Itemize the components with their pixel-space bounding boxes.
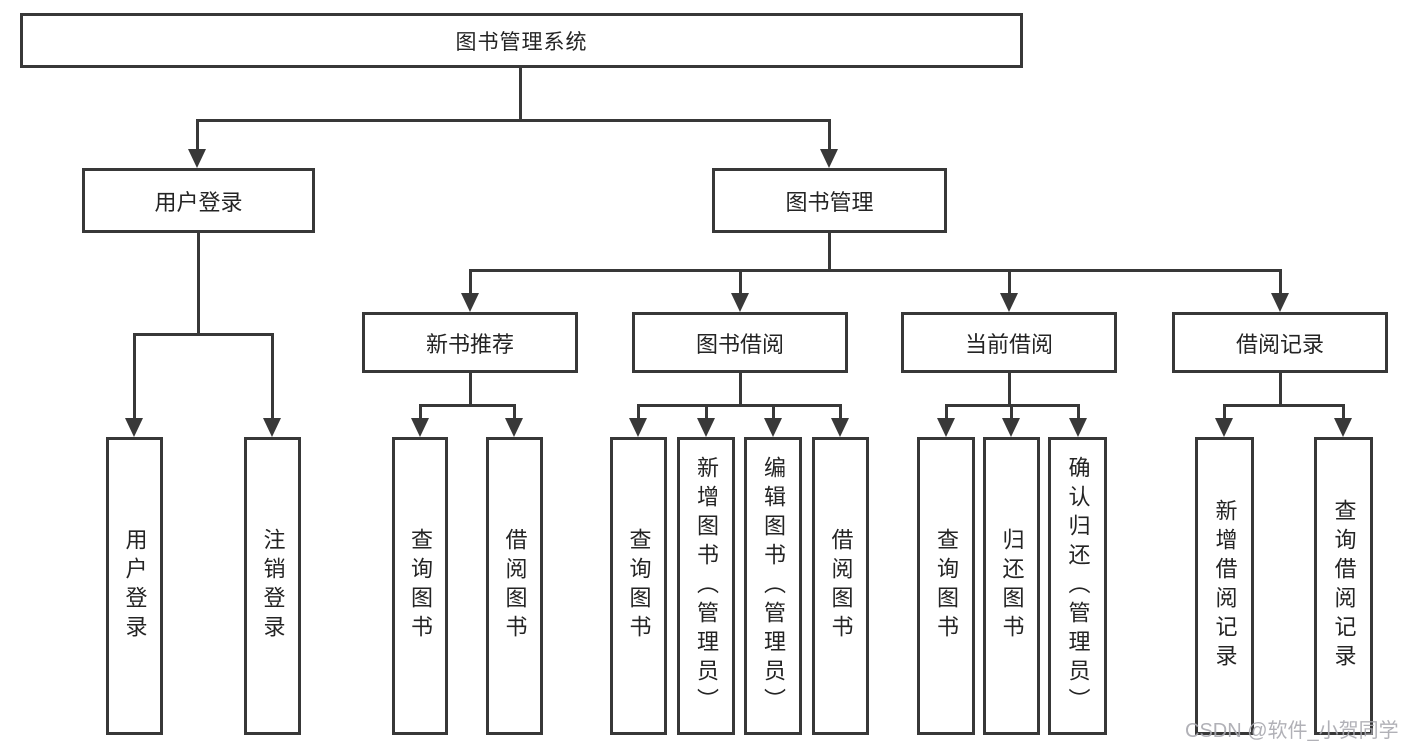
node-label: 借阅图书 (502, 528, 528, 644)
node-label: 确认归还（管理员） (1065, 455, 1091, 717)
arrowhead-icon (1069, 418, 1087, 437)
connector-line (1077, 404, 1080, 421)
arrowhead-icon (1271, 293, 1289, 312)
node-borrowing-records: 借阅记录 (1172, 312, 1388, 373)
connector-line (828, 233, 831, 272)
arrowhead-icon (1002, 418, 1020, 437)
connector-line (1223, 404, 1226, 421)
arrowhead-icon (505, 418, 523, 437)
node-label: 当前借阅 (964, 331, 1053, 357)
leaf-query-books-recommend: 查询图书 (392, 437, 448, 735)
leaf-return-books: 归还图书 (983, 437, 1040, 735)
arrowhead-icon (831, 418, 849, 437)
node-label: 查询借阅记录 (1331, 499, 1357, 673)
arrowhead-icon (1334, 418, 1352, 437)
arrowhead-icon (820, 149, 838, 168)
leaf-confirm-return-admin: 确认归还（管理员） (1048, 437, 1107, 735)
arrowhead-icon (1215, 418, 1233, 437)
connector-line (772, 404, 775, 421)
node-current-borrowing: 当前借阅 (901, 312, 1117, 373)
connector-line (133, 333, 136, 421)
connector-line (637, 404, 640, 421)
node-label: 归还图书 (999, 528, 1025, 644)
node-label: 图书管理系统 (455, 30, 588, 54)
arrowhead-icon (629, 418, 647, 437)
connector-line (419, 404, 422, 421)
leaf-logout: 注销登录 (244, 437, 301, 735)
connector-line (419, 404, 516, 407)
arrowhead-icon (461, 293, 479, 312)
connector-line (133, 333, 274, 336)
node-label: 新书推荐 (425, 331, 514, 357)
connector-line (1008, 269, 1011, 296)
connector-line (1279, 373, 1282, 407)
arrowhead-icon (125, 418, 143, 437)
leaf-borrow-books-borrowing: 借阅图书 (812, 437, 869, 735)
arrowhead-icon (937, 418, 955, 437)
connector-line (1008, 373, 1011, 407)
node-label: 图书管理 (785, 189, 874, 215)
leaf-query-books-current: 查询图书 (917, 437, 975, 735)
csdn-watermark: CSDN @软件_小贺同学 (1185, 720, 1399, 742)
leaf-edit-books-admin: 编辑图书（管理员） (744, 437, 802, 735)
connector-line (705, 404, 708, 421)
arrowhead-icon (764, 418, 782, 437)
connector-line (1010, 404, 1013, 421)
arrowhead-icon (731, 293, 749, 312)
node-library-management-system: 图书管理系统 (20, 13, 1023, 68)
arrowhead-icon (697, 418, 715, 437)
arrowhead-icon (188, 149, 206, 168)
node-label: 查询图书 (934, 528, 959, 644)
connector-line (739, 373, 742, 407)
connector-line (469, 373, 472, 407)
node-label: 借阅记录 (1235, 331, 1324, 357)
connector-line (519, 68, 522, 121)
connector-line (469, 269, 1282, 272)
node-label: 编辑图书（管理员） (761, 455, 786, 717)
arrowhead-icon (263, 418, 281, 437)
connector-line (469, 269, 472, 296)
connector-line (196, 119, 831, 122)
connector-line (513, 404, 516, 421)
node-label: 新增借阅记录 (1212, 499, 1238, 673)
node-book-borrowing: 图书借阅 (632, 312, 848, 373)
connector-line (945, 404, 948, 421)
leaf-add-borrow-record: 新增借阅记录 (1195, 437, 1254, 735)
leaf-borrow-books-recommend: 借阅图书 (486, 437, 543, 735)
connector-line (197, 233, 200, 336)
node-label: 查询图书 (408, 528, 433, 644)
connector-line (828, 119, 831, 153)
connector-line (196, 119, 199, 153)
leaf-user-login: 用户登录 (106, 437, 163, 735)
node-label: 用户登录 (122, 528, 148, 644)
leaf-add-books-admin: 新增图书（管理员） (677, 437, 735, 735)
connector-line (637, 404, 842, 407)
connector-line (1223, 404, 1345, 407)
connector-line (1342, 404, 1345, 421)
connector-line (271, 333, 274, 421)
connector-line (739, 269, 742, 296)
node-label: 图书借阅 (695, 331, 784, 357)
arrowhead-icon (1000, 293, 1018, 312)
node-label: 借阅图书 (828, 528, 854, 644)
connector-line (839, 404, 842, 421)
connector-line (1279, 269, 1282, 296)
arrowhead-icon (411, 418, 429, 437)
node-label: 新增图书（管理员） (694, 455, 719, 717)
node-label: 查询图书 (626, 528, 652, 644)
leaf-query-borrow-record: 查询借阅记录 (1314, 437, 1373, 735)
node-book-management: 图书管理 (712, 168, 947, 233)
leaf-query-books-borrowing: 查询图书 (610, 437, 667, 735)
node-user-login: 用户登录 (82, 168, 315, 233)
node-new-book-recommend: 新书推荐 (362, 312, 578, 373)
node-label: 用户登录 (154, 189, 243, 215)
node-label: 注销登录 (260, 528, 286, 644)
